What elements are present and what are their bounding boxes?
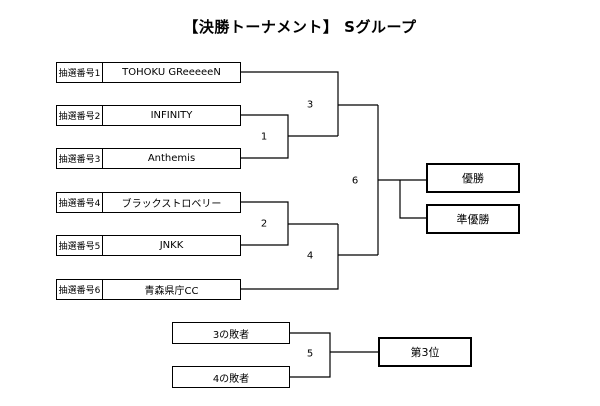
champion-box: 優勝	[426, 163, 520, 193]
match-6-line	[377, 105, 426, 255]
third-place-box: 第3位	[378, 337, 472, 367]
match-4-line	[240, 224, 378, 290]
loser-3-box: 3の敗者	[172, 322, 290, 344]
runner-up-box: 準優勝	[426, 204, 520, 234]
match-number-5: 5	[306, 348, 314, 360]
seed-label-6: 抽選番号6	[56, 279, 103, 300]
match-number-3: 3	[306, 99, 314, 111]
match-number-6: 6	[351, 175, 359, 187]
team-box-1: TOHOKU GReeeeeN	[102, 62, 241, 83]
seed-label-1: 抽選番号1	[56, 62, 103, 83]
match-5-line	[290, 332, 378, 378]
match-2-line	[240, 201, 338, 246]
loser-4-box: 4の敗者	[172, 366, 290, 388]
seed-label-2: 抽選番号2	[56, 105, 103, 126]
team-box-3: Anthemis	[102, 148, 241, 169]
match-number-4: 4	[306, 250, 314, 262]
match-number-2: 2	[260, 218, 268, 230]
team-box-5: JNKK	[102, 235, 241, 256]
runner-up-line	[399, 180, 426, 219]
team-box-4: ブラックストロベリー	[102, 192, 241, 213]
team-box-6: 青森県庁CC	[102, 279, 241, 300]
team-box-2: INFINITY	[102, 105, 241, 126]
seed-label-3: 抽選番号3	[56, 148, 103, 169]
match-1-line	[240, 114, 338, 159]
seed-label-5: 抽選番号5	[56, 235, 103, 256]
match-number-1: 1	[260, 131, 268, 143]
page-title: 【決勝トーナメント】 Sグループ	[183, 18, 417, 36]
match-3-line	[240, 71, 378, 136]
seed-label-4: 抽選番号4	[56, 192, 103, 213]
